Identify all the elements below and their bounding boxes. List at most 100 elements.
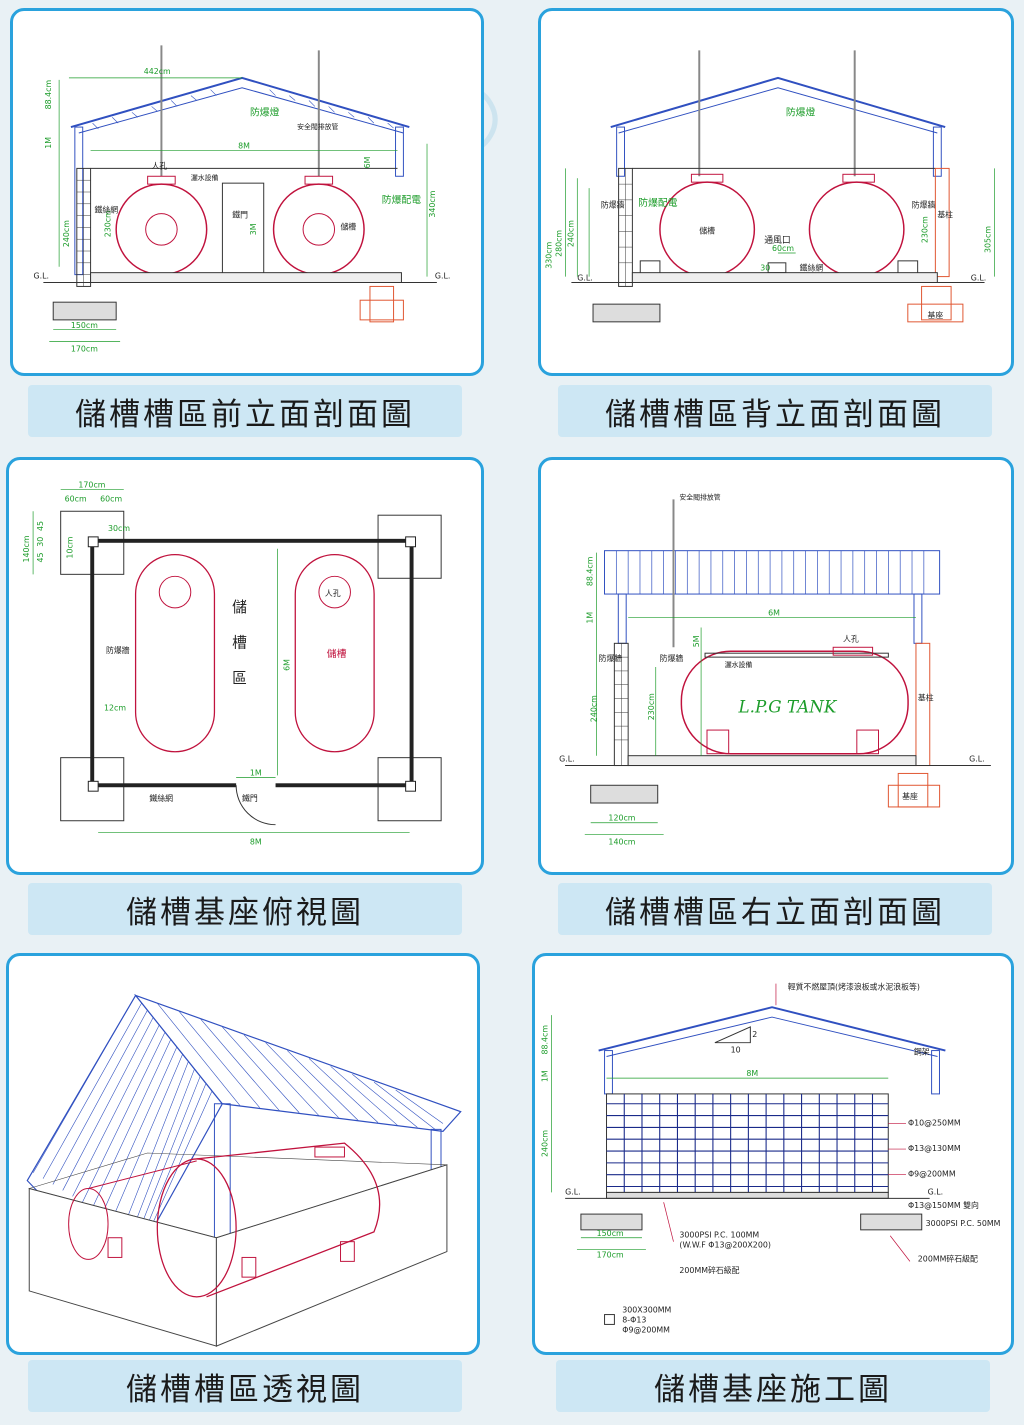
dim-12: 12cm: [104, 703, 126, 712]
dim-10: 10cm: [66, 537, 75, 559]
label-gl-right: G.L.: [971, 274, 986, 283]
dim-170: 170cm: [78, 481, 105, 490]
label-roof: 輕質不燃屋頂(烤漆浪板或水泥浪板等): [788, 981, 920, 991]
caption-foundation: 儲槽基座施工圖: [556, 1360, 990, 1412]
label-mesh: 鐵絲網: [800, 263, 824, 273]
label-area-3: 區: [232, 670, 247, 687]
dim-5m: 5M: [692, 635, 701, 647]
label-rebar-3: Φ9@200MM: [908, 1170, 956, 1179]
label-concrete-2: (W.W.F Φ13@200X200): [679, 1241, 771, 1250]
label-sprinkler: 灑水設備: [725, 660, 753, 669]
dim-240: 240cm: [62, 220, 71, 247]
dim-150: 150cm: [71, 321, 98, 330]
label-gl-right: G.L.: [435, 272, 450, 281]
dim-340: 340cm: [428, 191, 437, 218]
foundation-drawing: 輕質不燃屋頂(烤漆浪板或水泥浪板等) 2 10 鋼架 88.4cm 1M 8M …: [540, 981, 1001, 1334]
label-area-1: 儲: [232, 599, 247, 616]
dim-1m: 1M: [250, 768, 262, 777]
label-rebar-4: Φ13@150MM 雙向: [908, 1200, 979, 1210]
dim-280: 280cm: [555, 230, 564, 257]
label-door: 鐵門: [232, 210, 248, 220]
label-wall2: 防爆牆: [912, 200, 936, 210]
label-lpg-tank: L.P.G TANK: [738, 696, 838, 716]
label-manhole: 人孔: [843, 634, 859, 643]
right-elevation-drawing: 安全閥排放管 88.4cm 1M 6M 5M 人孔 灑水設備 防爆牆 防爆牆 L…: [559, 492, 991, 846]
dim-240: 240cm: [540, 1130, 549, 1157]
label-wall: 防爆牆: [106, 645, 130, 655]
label-slope-2: 2: [752, 1030, 757, 1039]
panel-top-view: 170cm 60cm 60cm 30cm 140cm 45 30 45 10cm…: [6, 457, 484, 875]
label-column-3: Φ9@200MM: [622, 1325, 670, 1334]
label-steel: 鋼架: [914, 1047, 930, 1057]
label-sprinkler: 灑水設備: [191, 173, 219, 182]
dim-6m: 6M: [363, 156, 372, 168]
dim-8m: 8M: [238, 142, 250, 151]
dim-150: 150cm: [597, 1229, 624, 1238]
label-valve: 安全閥排放管: [679, 492, 720, 501]
dim-6m: 6M: [768, 609, 780, 618]
label-gl-left: G.L.: [34, 272, 49, 281]
dim-170: 170cm: [597, 1250, 624, 1259]
label-tank: 儲槽: [699, 225, 715, 235]
dim-120: 120cm: [608, 814, 635, 823]
dim-60: 60cm: [772, 244, 794, 253]
label-rebar-5: 3000PSI P.C. 50MM: [926, 1219, 1001, 1228]
label-base: 基座: [927, 310, 943, 320]
dim-884: 88.4cm: [540, 1025, 549, 1055]
panel-perspective-view: [6, 953, 480, 1355]
dim-1m: 1M: [44, 137, 53, 149]
label-mesh: 鐵絲網: [149, 793, 173, 803]
label-gl-right: G.L.: [928, 1187, 944, 1196]
dim-140: 140cm: [22, 535, 31, 562]
dim-45a: 45: [36, 521, 45, 531]
label-gravel-1: 200MM碎石級配: [679, 1265, 739, 1275]
dim-60a: 60cm: [65, 494, 87, 503]
label-gl-right: G.L.: [969, 755, 985, 764]
dim-1m: 1M: [586, 612, 595, 624]
caption-right: 儲槽槽區右立面剖面圖: [558, 883, 992, 935]
panel-foundation-construction: 輕質不燃屋頂(烤漆浪板或水泥浪板等) 2 10 鋼架 88.4cm 1M 8M …: [532, 953, 1014, 1355]
dim-330: 330cm: [545, 242, 554, 269]
label-lamp: 防爆燈: [786, 105, 816, 118]
caption-front: 儲槽槽區前立面剖面圖: [28, 385, 462, 437]
caption-top: 儲槽基座俯視圖: [28, 883, 462, 935]
label-base: 基座: [902, 791, 918, 801]
label-gl-left: G.L.: [565, 1187, 581, 1196]
label-area-2: 槽: [232, 634, 247, 651]
label-gravel-2: 200MM碎石級配: [918, 1253, 978, 1263]
label-wall: 防爆牆: [601, 200, 625, 210]
caption-back: 儲槽槽區背立面剖面圖: [558, 385, 992, 437]
dim-230: 230cm: [920, 216, 929, 243]
label-tank: 儲槽: [340, 221, 356, 231]
label-mesh: 鐵絲網: [95, 205, 119, 215]
panel-back-elevation: 防爆燈 防爆牆 防爆配電 儲槽 通風口 60cm 30 鐵絲網 防爆牆 基柱 基…: [538, 8, 1014, 376]
panel-front-elevation: 442cm 88.4cm 1M 8M 6M 240cm 230cm 3M 340…: [10, 8, 484, 376]
dim-305: 305cm: [983, 226, 992, 253]
label-door: 鐵門: [242, 793, 258, 803]
label-pillar: 基柱: [918, 692, 934, 702]
dim-1m: 1M: [540, 1070, 549, 1082]
dim-240: 240cm: [566, 220, 575, 247]
dim-60b: 60cm: [100, 494, 122, 503]
dim-3m: 3M: [249, 223, 258, 235]
label-vent: 通風口: [764, 235, 791, 246]
label-lamp: 防爆燈: [250, 105, 280, 118]
label-elec: 防爆配電: [382, 193, 421, 206]
label-gl-left: G.L.: [577, 274, 592, 283]
dim-6m: 6M: [282, 659, 291, 671]
label-manhole: 人孔: [325, 589, 341, 598]
perspective-drawing: [26, 994, 462, 1347]
dim-30: 30cm: [108, 524, 130, 533]
dim-8m: 8M: [250, 837, 262, 846]
label-rebar-2: Φ13@130MM: [908, 1144, 961, 1153]
dim-442: 442cm: [144, 67, 171, 76]
label-tank: 儲槽: [327, 647, 347, 660]
label-rebar-1: Φ10@250MM: [908, 1118, 961, 1127]
label-slope-10: 10: [731, 1046, 741, 1055]
label-wall-2: 防爆牆: [660, 653, 684, 663]
dim-30: 30: [760, 264, 770, 273]
dim-884: 88.4cm: [586, 557, 595, 587]
label-elec: 防爆配電: [638, 196, 677, 209]
dim-45b: 45: [36, 552, 45, 562]
label-manhole: 人孔: [152, 161, 168, 170]
